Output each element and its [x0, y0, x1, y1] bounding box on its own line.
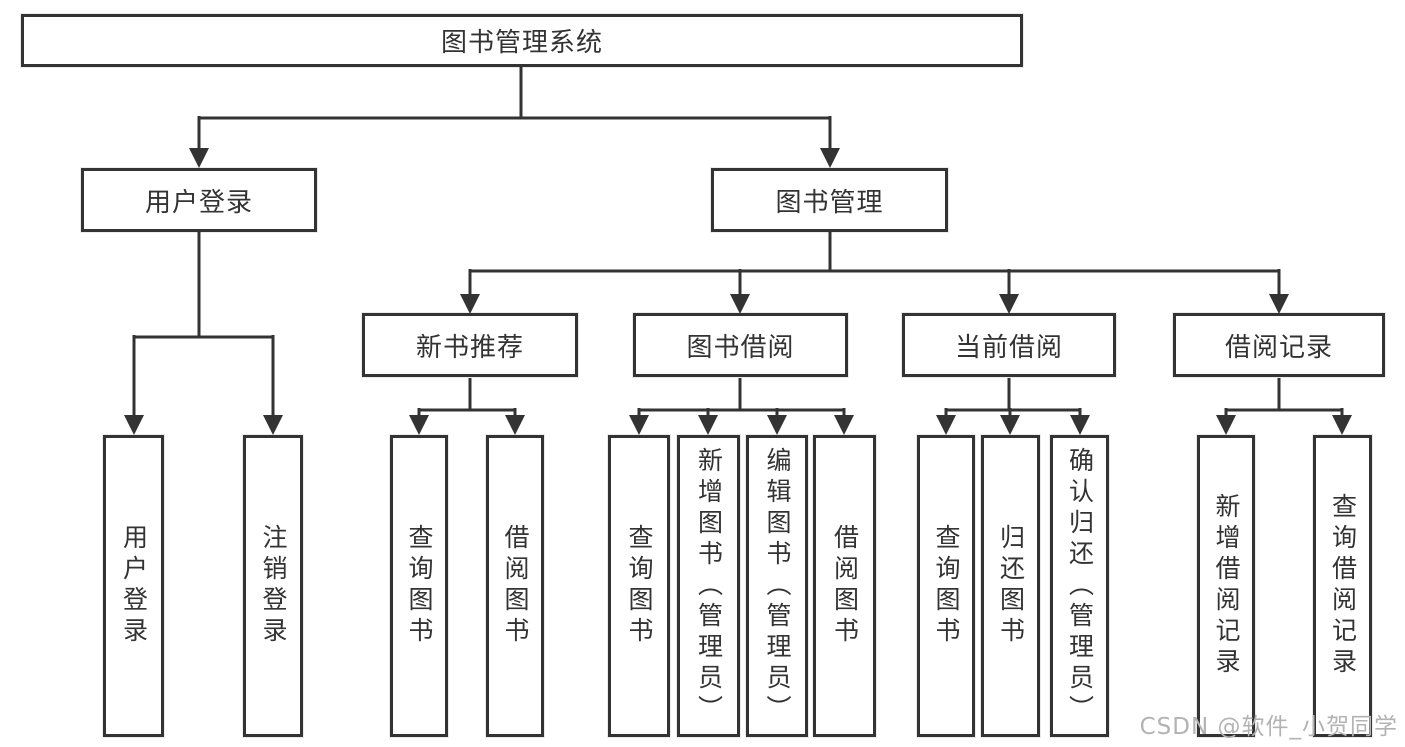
leaf-return-books: 归还图书: [981, 435, 1040, 737]
leaf-borrow-books-recommend: 借阅图书: [486, 435, 544, 737]
watermark: CSDN @软件_小贺同学: [1139, 714, 1398, 740]
node-library-management-system: 图书管理系统: [21, 14, 1023, 67]
node-label: 图书借阅: [686, 332, 795, 363]
node-current-borrowing: 当前借阅: [902, 313, 1116, 377]
node-label: 查询借阅记录: [1328, 493, 1358, 679]
leaf-user-login: 用户登录: [103, 435, 164, 737]
leaf-query-books-borrowing: 查询图书: [608, 435, 670, 737]
leaf-query-borrow-record: 查询借阅记录: [1313, 435, 1372, 737]
node-label: 用户登录: [119, 524, 149, 648]
node-label: 当前借阅: [954, 332, 1063, 363]
leaf-query-books-current: 查询图书: [917, 435, 975, 737]
node-label: 新增借阅记录: [1212, 493, 1241, 679]
node-label: 查询图书: [625, 524, 654, 648]
node-book-borrowing: 图书借阅: [633, 313, 848, 377]
leaf-query-books-recommend: 查询图书: [390, 435, 448, 737]
node-label: 借阅记录: [1224, 332, 1333, 363]
leaf-edit-books-admin: 编辑图书（管理员）: [746, 435, 808, 737]
node-label: 查询图书: [405, 524, 434, 648]
node-label: 借阅图书: [830, 524, 860, 648]
leaf-add-books-admin: 新增图书（管理员）: [677, 435, 740, 737]
node-label: 归还图书: [996, 524, 1026, 648]
leaf-logout-login: 注销登录: [243, 435, 303, 737]
node-label: 借阅图书: [501, 524, 530, 648]
node-label: 确认归还（管理员）: [1065, 446, 1095, 726]
leaf-add-borrow-record: 新增借阅记录: [1197, 435, 1255, 737]
node-new-book-recommendation: 新书推荐: [362, 313, 578, 377]
node-label: 用户登录: [144, 187, 253, 218]
node-label: 编辑图书（管理员）: [763, 446, 792, 726]
node-label: 注销登录: [259, 524, 288, 648]
node-label: 新增图书（管理员）: [694, 446, 724, 726]
node-user-login: 用户登录: [81, 168, 317, 232]
node-label: 查询图书: [932, 524, 961, 648]
node-label: 图书管理系统: [440, 28, 603, 58]
node-label: 新书推荐: [415, 332, 524, 363]
node-label: 图书管理: [775, 187, 884, 218]
node-borrowing-records: 借阅记录: [1173, 313, 1385, 377]
node-book-management: 图书管理: [711, 168, 948, 232]
leaf-confirm-return-admin: 确认归还（管理员）: [1050, 435, 1109, 737]
leaf-borrow-books-borrowing: 借阅图书: [813, 435, 876, 737]
